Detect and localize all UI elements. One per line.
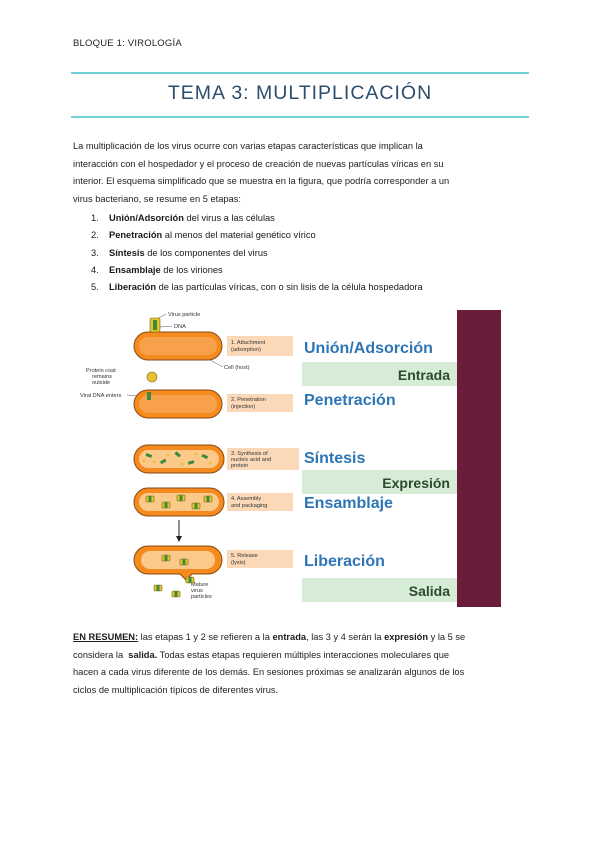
summary-bold: entrada bbox=[272, 632, 307, 642]
step-text: de las partículas víricas, con o sin lis… bbox=[156, 282, 423, 293]
step-box bbox=[227, 336, 293, 356]
list-item: 1. Unión/Adsorción del virus a las célula… bbox=[91, 210, 531, 227]
step-number: 2. bbox=[91, 230, 99, 241]
step-term: Penetración bbox=[109, 230, 163, 241]
step-term: Unión/Adsorción bbox=[109, 213, 184, 223]
summary-line: considera la salida. Todas estas etapas … bbox=[73, 647, 531, 665]
step-term: Ensamblaje bbox=[109, 264, 161, 275]
step-box bbox=[227, 394, 293, 412]
steps-list: 1. Unión/Adsorción del virus a las célula… bbox=[91, 210, 531, 296]
stage-name: Penetración bbox=[304, 392, 396, 409]
summary-paragraph: EN RESUMEN: las etapas 1 y 2 se refieren… bbox=[73, 629, 531, 699]
phase-label: Entrada bbox=[398, 367, 450, 383]
annotation-label: Cell (host) bbox=[224, 365, 250, 371]
step-box-text: nucleic acid and bbox=[231, 457, 271, 463]
list-item: 2. Penetración al menos del material gené… bbox=[91, 227, 531, 244]
annotation-label: Mature bbox=[191, 582, 208, 588]
phase-band-salida bbox=[302, 578, 457, 602]
intro-line: interior. El esquema simplificado que se… bbox=[73, 176, 450, 186]
step-term: Liberación bbox=[109, 282, 157, 293]
annotation-label: DNA bbox=[174, 324, 186, 330]
annotation-label: particles bbox=[191, 594, 212, 600]
page-header: BLOQUE 1: VIROLOGÍA bbox=[73, 38, 182, 49]
summary-line: hacen a cada virus diferente de los demá… bbox=[73, 667, 465, 677]
summary-bold: salida. bbox=[128, 649, 158, 660]
summary-line: EN RESUMEN: las etapas 1 y 2 se refieren… bbox=[73, 629, 531, 647]
list-item: 4. Ensamblaje de los viriones bbox=[91, 262, 531, 279]
intro-line: virus bacteriano, se resume en 5 etapas: bbox=[73, 193, 241, 204]
phase-label: Expresión bbox=[382, 475, 450, 491]
step-text: del virus a las células bbox=[183, 213, 275, 223]
step-box-text: 3. Synthesis of bbox=[231, 451, 268, 457]
annotation-label: Viral DNA enters bbox=[80, 393, 121, 399]
intro-paragraph: La multiplicación de los virus ocurre co… bbox=[73, 138, 533, 208]
step-box-text: 4. Assembly bbox=[231, 496, 261, 502]
summary-text: considera la bbox=[73, 649, 129, 660]
summary-line: ciclos de multiplicación típicos de dife… bbox=[73, 684, 279, 695]
phase-label: Salida bbox=[409, 583, 450, 599]
cell-stage-5 bbox=[133, 545, 223, 598]
stage-name: Liberación bbox=[304, 553, 385, 570]
step-text: al menos del material genético vírico bbox=[162, 230, 316, 241]
step-box bbox=[227, 550, 293, 568]
stage-name: Ensamblaje bbox=[304, 495, 393, 512]
summary-bold: expresión bbox=[384, 632, 429, 642]
arrow-head-icon bbox=[176, 536, 182, 542]
step-box-text: and packaging bbox=[231, 503, 267, 509]
summary-lead: EN RESUMEN: bbox=[73, 632, 139, 642]
step-box-text: 2. Penetration bbox=[231, 397, 266, 403]
step-text: de los viriones bbox=[160, 264, 223, 275]
list-item: 5. Liberación de las partículas víricas, … bbox=[91, 279, 531, 296]
cell-stage-2 bbox=[133, 371, 223, 419]
summary-text: Todas estas etapas requieren múltiples i… bbox=[157, 649, 450, 660]
step-number: 3. bbox=[91, 247, 99, 258]
step-box-text: (lysis) bbox=[231, 560, 246, 566]
cell-stage-4 bbox=[133, 487, 225, 517]
annotation-label: virus bbox=[191, 588, 203, 594]
step-box-text: 5. Release bbox=[231, 553, 258, 559]
step-number: 4. bbox=[91, 264, 99, 275]
step-box-text: (injection) bbox=[231, 404, 255, 410]
step-text: de los componentes del virus bbox=[144, 247, 268, 258]
side-bar bbox=[457, 310, 501, 607]
list-item: 3. Síntesis de los componentes del virus bbox=[91, 245, 531, 262]
summary-text: y la 5 se bbox=[428, 632, 466, 642]
step-box-text: 1. Attachment bbox=[231, 340, 266, 346]
annotation-label: remains bbox=[92, 374, 112, 380]
annotation-label: outside bbox=[92, 380, 110, 386]
step-term: Síntesis bbox=[109, 247, 145, 258]
summary-text: las etapas 1 y 2 se refieren a la bbox=[138, 632, 273, 642]
intro-line: La multiplicación de los virus ocurre co… bbox=[73, 141, 423, 151]
multiplication-figure: Entrada Expresión Salida Unión/Adsorción… bbox=[80, 310, 501, 607]
stage-name: Síntesis bbox=[304, 450, 365, 467]
cell-stage-3 bbox=[133, 444, 225, 474]
annotation-label: Virus particle bbox=[168, 312, 200, 318]
step-box bbox=[227, 448, 299, 470]
phase-band-expresion bbox=[302, 470, 457, 494]
title-rule-top bbox=[71, 72, 529, 74]
stage-name: Unión/Adsorción bbox=[304, 340, 433, 357]
step-box-text: (adsorption) bbox=[231, 347, 261, 353]
page-title: TEMA 3: MULTIPLICACIÓN bbox=[167, 82, 433, 104]
summary-text: , las 3 y 4 serán la bbox=[306, 632, 385, 642]
multiplication-diagram: Entrada Expresión Salida Unión/Adsorción… bbox=[80, 310, 501, 607]
step-number: 1. bbox=[91, 213, 99, 223]
phase-band-entrada bbox=[302, 362, 457, 386]
title-rule-bottom bbox=[71, 116, 529, 118]
cell-stage-1 bbox=[133, 317, 223, 361]
step-box-text: protein bbox=[231, 463, 248, 469]
annotation-label: Protein coat bbox=[86, 368, 116, 374]
intro-line: interacción con el hospedador y el proce… bbox=[73, 158, 444, 169]
step-number: 5. bbox=[91, 282, 99, 293]
step-box bbox=[227, 493, 293, 511]
